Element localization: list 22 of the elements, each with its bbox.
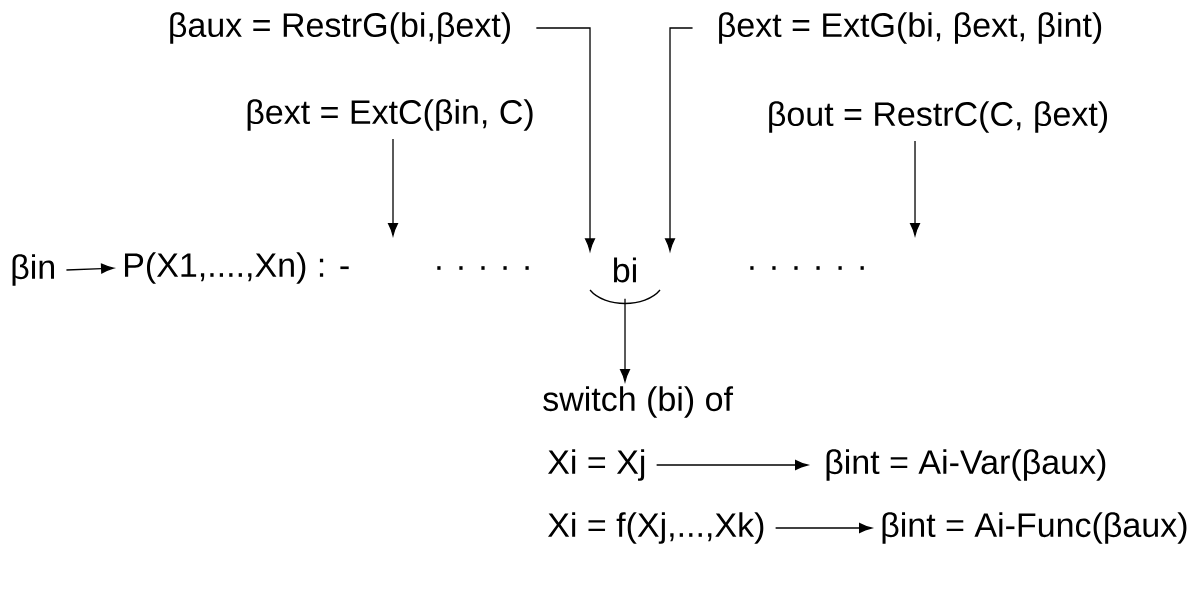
formula-text: βin <box>12 254 54 286</box>
arrow <box>655 460 808 471</box>
arrow <box>535 27 596 252</box>
arrow <box>665 27 694 252</box>
formula-text: βaux = RestrG(bi,βext) <box>170 12 510 44</box>
formula-text: Xi = f(Xj,...,Xk) <box>548 512 764 544</box>
formula-text: βint = Ai-Var(βaux) <box>826 449 1106 481</box>
arrow <box>774 523 872 534</box>
formula-text: βext = ExtG(bi, βext, βint) <box>719 12 1102 44</box>
formula-text: βout = RestrC(C, βext) <box>769 101 1108 133</box>
ellipsis-dots: . . . . . <box>437 266 529 270</box>
formula-text: βext = ExtC(βin, C) <box>247 99 533 131</box>
formula-text: Xi = Xj <box>548 449 645 481</box>
arrow <box>388 138 399 236</box>
ellipsis-dots: . . . . . . <box>750 266 864 270</box>
formula-text: βint = Ai-Func(βaux) <box>882 512 1187 544</box>
formula-text: P(X1,....,Xn) : - <box>125 252 349 284</box>
code-text: bi <box>613 257 636 283</box>
code-text: switch (bi) of <box>543 386 734 418</box>
arrow <box>910 140 921 236</box>
arrow <box>620 298 631 382</box>
arrow <box>65 263 114 274</box>
